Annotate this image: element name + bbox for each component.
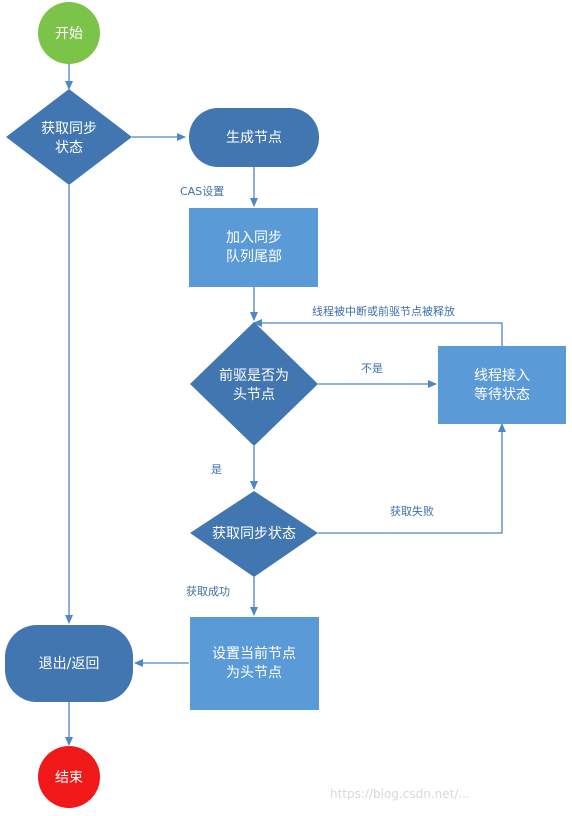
- enqueue-line2: 队列尾部: [226, 249, 282, 265]
- svg-text:为头节点: 为头节点: [226, 665, 282, 681]
- wait-line1: 线程接入: [474, 367, 530, 384]
- svg-text:等待状态: 等待状态: [474, 386, 530, 403]
- watermark: https://blog.csdn.net/...: [330, 787, 470, 801]
- end-label: 结束: [55, 770, 83, 786]
- end-node: [38, 746, 100, 808]
- edge-label-fail: 获取失败: [390, 504, 434, 518]
- wait-line2: 等待状态: [474, 386, 530, 403]
- get-state-1-line2: 状态: [55, 140, 83, 156]
- is-head-line1: 前驱是否为: [219, 367, 289, 384]
- edge-label-yes: 是: [211, 463, 222, 476]
- create-node-box: [189, 108, 319, 167]
- svg-text:状态: 状态: [55, 140, 83, 156]
- edges: [65, 64, 506, 746]
- edge-label-success: 获取成功: [186, 585, 230, 598]
- is-head-decision: [190, 322, 318, 446]
- svg-text:头节点: 头节点: [233, 387, 275, 403]
- edge-wait-interrupted: [253, 319, 503, 346]
- svg-text:加入同步: 加入同步: [226, 230, 282, 246]
- svg-text:获取同步: 获取同步: [41, 121, 97, 137]
- svg-text:线程接入: 线程接入: [474, 367, 530, 384]
- start-label: 开始: [55, 26, 83, 42]
- enqueue-line1: 加入同步: [226, 230, 282, 246]
- exit-label: 退出/返回: [39, 656, 100, 672]
- get-state-1-line1: 获取同步: [41, 121, 97, 137]
- edge-get-state-fail: [318, 423, 506, 534]
- start-node: [38, 2, 100, 64]
- set-head-line1: 设置当前节点: [212, 645, 296, 662]
- edge-label-interrupted: 线程被中断或前驱节点被释放: [312, 304, 455, 318]
- svg-text:队列尾部: 队列尾部: [226, 249, 282, 265]
- get-state-2-label: 获取同步状态: [212, 526, 296, 542]
- exit-box: [5, 625, 133, 702]
- wait-box: [438, 346, 566, 424]
- edge-label-not-head: 不是: [361, 362, 383, 375]
- svg-text:设置当前节点: 设置当前节点: [212, 645, 296, 662]
- edge-label-cas: CAS设置: [180, 185, 224, 198]
- set-head-line2: 为头节点: [226, 665, 282, 681]
- set-head-box: [190, 617, 319, 710]
- enqueue-box: [189, 208, 318, 287]
- is-head-line2: 头节点: [233, 387, 275, 403]
- svg-text:前驱是否为: 前驱是否为: [219, 367, 289, 384]
- get-state-decision-2: [190, 491, 318, 577]
- create-node-label: 生成节点: [226, 130, 282, 146]
- get-state-decision-1: [6, 89, 132, 185]
